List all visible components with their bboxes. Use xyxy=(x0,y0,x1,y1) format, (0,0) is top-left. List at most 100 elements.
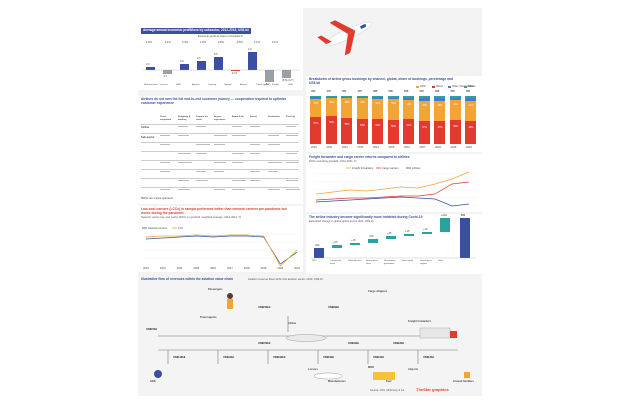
bookings-bar-segment xyxy=(418,100,430,122)
lcc-year-label: 2016 xyxy=(210,267,216,270)
bookings-year-label: 2019 xyxy=(450,146,457,149)
journey-cell xyxy=(268,162,282,164)
lcc-year-label: 2018 xyxy=(243,267,250,270)
profit-value-label: 6.5 xyxy=(214,53,218,56)
profit-value-label: -17.9 xyxy=(231,71,237,75)
bookings-legend-label: GDS xyxy=(420,85,426,88)
bookings-bar-segment xyxy=(310,97,321,99)
journey-row-subsector: Sub-sector xyxy=(141,136,155,139)
bookings-year-label: 2014 xyxy=(373,146,379,149)
lcc-legend-label: Network carriers xyxy=(148,226,167,230)
journey-cell xyxy=(214,171,224,173)
journey-cell xyxy=(250,171,260,173)
journey-cell xyxy=(286,135,298,137)
bookings-bar-segment xyxy=(356,97,368,99)
bookings-bar-segment xyxy=(372,98,383,120)
profit-category-label: Manufacturers xyxy=(144,84,158,86)
bookings-legend-swatch xyxy=(464,86,467,88)
profit-value-label: 3.0 xyxy=(180,60,184,63)
bookings-bar-segment xyxy=(356,98,368,119)
bookings-legend-swatch xyxy=(448,86,451,88)
airplane-icon xyxy=(317,20,372,56)
profit-share-label: 0.1% xyxy=(272,41,278,44)
profit-panel: Average annual economic profit/loss by s… xyxy=(138,8,303,90)
freight-series-line xyxy=(315,181,470,201)
bookings-gds-label: 52% xyxy=(375,124,381,128)
bookings-gds-label: 47% xyxy=(437,126,443,130)
bookings-bar-segment xyxy=(418,98,430,101)
journey-cell xyxy=(214,144,225,146)
journey-cell xyxy=(160,144,170,146)
freight-series-line xyxy=(315,171,470,195)
flow-amount-label: US$37bil xyxy=(146,328,157,331)
bookings-bar-segment xyxy=(434,121,445,144)
bookings-bar-segment xyxy=(449,120,461,144)
bookings-bar-segment xyxy=(387,96,399,98)
profit-title: Average annual economic profit/loss by s… xyxy=(141,28,251,34)
bookings-year-label: 2012 xyxy=(342,146,348,149)
profit-category-label: Travel agents xyxy=(256,84,270,86)
journey-grid-line xyxy=(141,133,299,134)
profit-bar xyxy=(197,61,206,70)
bookings-legend-swatch xyxy=(416,86,419,88)
bookings-year-label: 2016 xyxy=(404,146,410,149)
bookings-bar-segment xyxy=(341,97,352,99)
bookings-total-label: 485 xyxy=(373,90,378,93)
debt-value-label: 340 xyxy=(315,244,320,247)
journey-grid-line xyxy=(141,187,299,188)
profit-category-label: Ground xyxy=(224,84,232,86)
journey-cell xyxy=(178,189,190,191)
profit-value-label: (5.5)-(4.7) xyxy=(282,78,294,82)
flow-node-label: Lessors xyxy=(308,368,318,371)
debt-chart xyxy=(311,218,476,259)
journey-cell xyxy=(232,162,243,164)
bookings-bar-segment xyxy=(310,98,321,117)
journey-cell xyxy=(232,180,246,182)
source-note: Source: IATA, McKinsey & Co xyxy=(370,389,405,392)
profit-share-label: 2.8% xyxy=(218,41,224,44)
flow-subtitle: Aviation revenue flows within the aviati… xyxy=(248,278,323,281)
journey-cell xyxy=(196,144,210,146)
debt-value-label: +15 xyxy=(405,230,410,233)
journey-cell xyxy=(160,135,170,137)
profit-value-label: -3.1 xyxy=(163,74,168,78)
bookings-gds-label: 49% xyxy=(453,125,458,129)
journey-note: MROs are engine operators xyxy=(141,197,174,200)
bookings-bar-segment xyxy=(434,100,445,122)
journey-cell xyxy=(178,153,191,155)
bookings-total-label: 490 xyxy=(435,90,440,93)
flow-amount-label: US$19bil xyxy=(323,356,334,359)
debt-value-label: +15 xyxy=(423,228,428,231)
debt-bar xyxy=(350,243,360,245)
bookings-direct-label: 42% xyxy=(453,103,458,107)
bookings-bar-segment xyxy=(418,96,430,99)
freight-truck-icon xyxy=(419,327,451,339)
bookings-direct-label: 43% xyxy=(422,103,427,107)
freight-chart xyxy=(314,167,476,207)
journey-cell xyxy=(178,162,192,164)
debt-bar xyxy=(404,234,414,236)
debt-bar xyxy=(386,236,396,239)
flow-amount-label: US$29bil xyxy=(328,306,339,309)
lcc-panel: Low-cost carriers (LCCs) in sample perfo… xyxy=(138,206,303,272)
bookings-bar-segment xyxy=(341,117,352,144)
flow-node-label: Cargo shippers xyxy=(368,290,388,293)
journey-cell xyxy=(160,171,170,173)
journey-cell xyxy=(196,171,206,173)
profit-share-label: -0.5% xyxy=(236,41,243,44)
lcc-series-line xyxy=(145,234,298,267)
freight-legend-label: Freight forwarders xyxy=(352,166,374,170)
journey-cell xyxy=(178,180,189,182)
bookings-total-label: 461 xyxy=(342,90,347,93)
flow-diagram xyxy=(154,293,470,380)
journey-cell xyxy=(286,189,300,191)
journey-column-header: Destination xyxy=(268,116,280,118)
bookings-bar-segment xyxy=(325,96,337,98)
bookings-legend-label: NDC xyxy=(468,85,474,88)
debt-category-label: Government guarantees xyxy=(384,260,396,265)
bookings-total-label: 512 xyxy=(419,90,424,93)
bookings-gds-label: 52% xyxy=(406,124,412,128)
ground-handler-box-icon xyxy=(464,372,470,378)
flow-amount-label: US$13bil xyxy=(423,356,434,359)
bookings-bar-segment xyxy=(434,96,445,99)
